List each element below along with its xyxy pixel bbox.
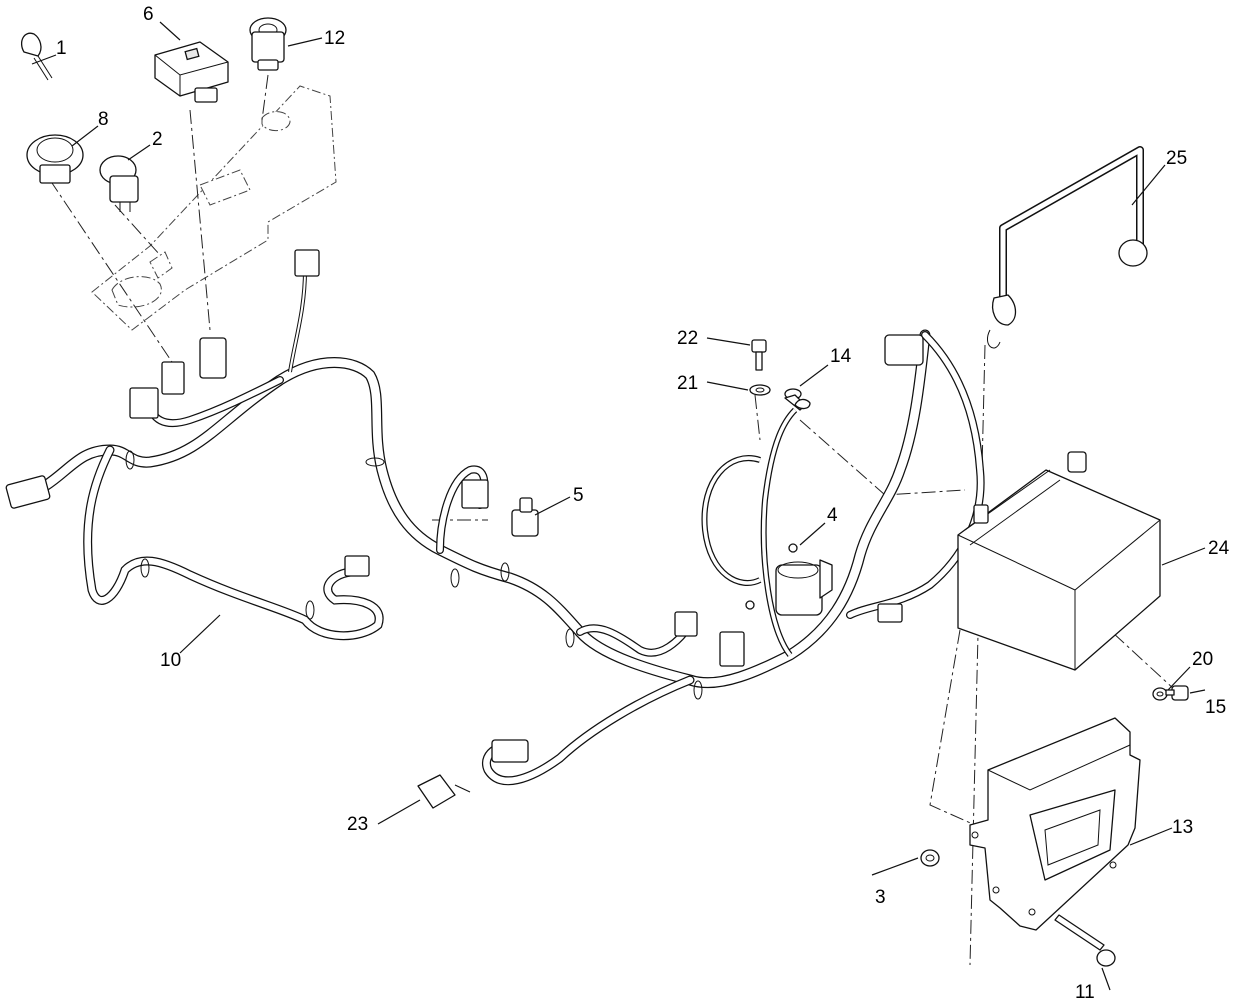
bolt-11 xyxy=(1054,914,1116,967)
callout-13: 13 xyxy=(1172,817,1193,838)
callout-12: 12 xyxy=(324,28,345,49)
callout-22: 22 xyxy=(677,328,698,349)
nut-3 xyxy=(920,849,940,867)
power-socket xyxy=(249,17,287,71)
callout-14: 14 xyxy=(830,346,852,367)
callout-8: 8 xyxy=(98,109,109,130)
callout-20: 20 xyxy=(1192,649,1213,670)
washer-20 xyxy=(1152,687,1168,701)
terminal-14 xyxy=(784,388,811,411)
bolt-22 xyxy=(751,339,767,371)
harness-connectors xyxy=(5,249,924,763)
fuse-holder xyxy=(511,497,539,537)
callout-23: 23 xyxy=(347,814,368,835)
callout-25: 25 xyxy=(1166,148,1187,169)
callout-21: 21 xyxy=(677,373,698,394)
callout-3: 3 xyxy=(875,887,886,908)
callout-1: 1 xyxy=(56,38,67,59)
washer-21 xyxy=(749,384,771,396)
connector-23 xyxy=(417,774,471,809)
callout-11: 11 xyxy=(1075,982,1095,1003)
callout-2: 2 xyxy=(152,129,163,150)
relay-solenoid xyxy=(745,543,833,616)
push-switch xyxy=(99,155,139,212)
battery-tray xyxy=(969,717,1141,931)
ignition-switch xyxy=(26,134,84,184)
callout-10: 10 xyxy=(160,650,181,671)
battery-hold-down-rod xyxy=(986,146,1148,349)
callout-15: 15 xyxy=(1205,697,1226,718)
callout-4: 4 xyxy=(827,505,838,526)
callout-labels: 1 8 2 6 12 3 4 5 10 11 13 14 15 20 21 22… xyxy=(56,4,1230,1003)
callout-6: 6 xyxy=(143,4,154,25)
callout-24: 24 xyxy=(1208,538,1230,559)
leader-lines xyxy=(31,21,1206,991)
dash-panel-outline xyxy=(91,85,337,331)
callout-5: 5 xyxy=(573,485,584,506)
screw-15 xyxy=(1165,685,1189,701)
hour-meter xyxy=(154,41,229,103)
battery xyxy=(957,451,1161,671)
key-icon xyxy=(20,32,53,81)
